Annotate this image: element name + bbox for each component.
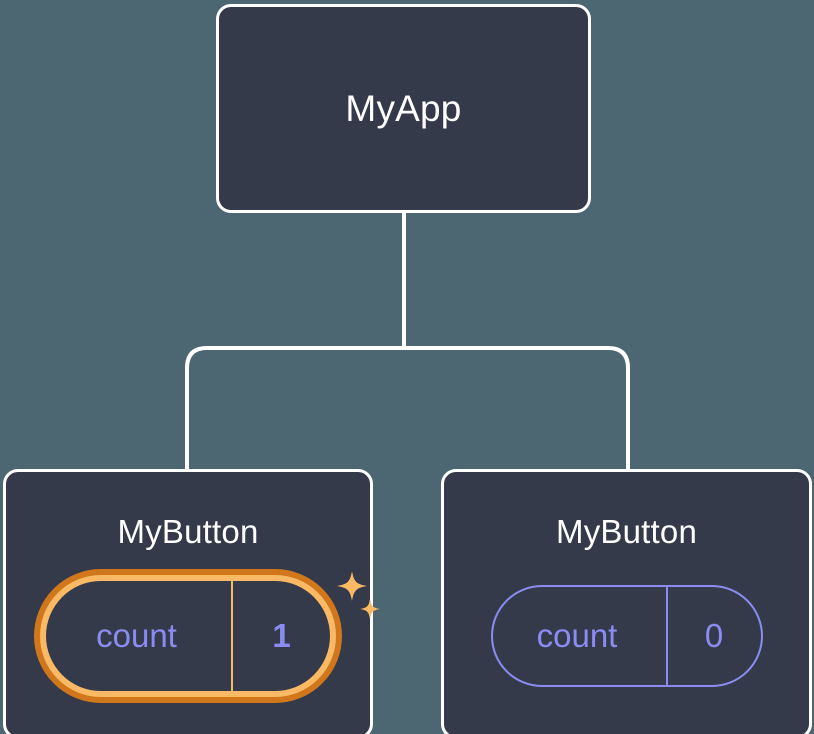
sparkle-icon-small xyxy=(360,599,380,619)
state-value-label-1: 1 xyxy=(231,581,330,691)
state-value-label-2: 0 xyxy=(665,587,761,685)
node-title-mybutton-2: MyButton xyxy=(556,513,697,550)
state-pill-inner: count 1 xyxy=(46,581,330,691)
node-title-root: MyApp xyxy=(345,87,462,129)
connector-branch-bar xyxy=(185,346,630,471)
state-pill-highlighted[interactable]: count 1 xyxy=(34,569,342,703)
state-pill-plain[interactable]: count 0 xyxy=(490,585,763,687)
tree-node-root[interactable]: MyApp xyxy=(216,4,591,213)
node-title-mybutton-1: MyButton xyxy=(117,513,259,550)
tree-node-mybutton-2[interactable]: MyButton count 0 xyxy=(441,469,812,734)
state-pill-wrapper-2: count 0 xyxy=(490,585,763,687)
tree-node-mybutton-1[interactable]: MyButton count 1 xyxy=(3,469,380,734)
state-pill-wrapper-1: count 1 xyxy=(34,569,380,703)
state-key-label-1: count xyxy=(96,617,177,654)
state-key-label-2: count xyxy=(536,617,618,654)
sparkle-icon-large xyxy=(337,571,367,601)
